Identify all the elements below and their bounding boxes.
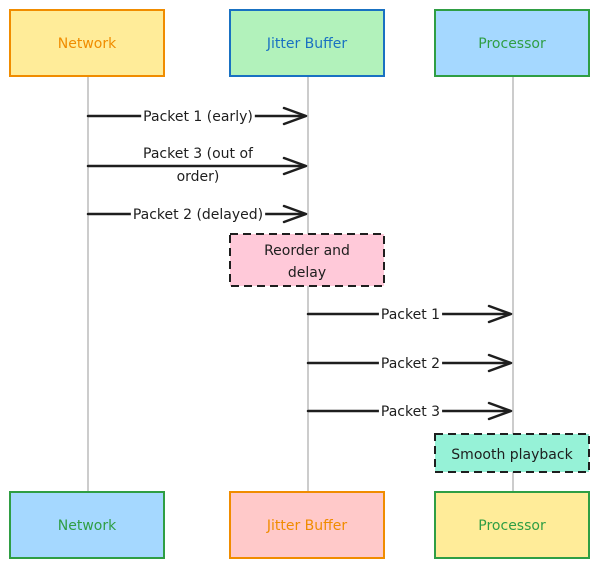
participant-bottom-network: Network [9, 491, 165, 559]
note-box [229, 233, 385, 287]
message-label: order) [177, 169, 220, 185]
participant-top-network: Network [9, 9, 165, 77]
note-label: Smooth playback [451, 447, 573, 463]
participant-bottom-processor: Processor [434, 491, 590, 559]
message-6: Packet 3 [306, 401, 513, 421]
arrowhead-icon [282, 204, 308, 224]
participant-bottom-box [9, 491, 165, 559]
participant-bottom-label: Network [58, 518, 117, 534]
participants-top: Network Jitter Buffer Processor [9, 9, 590, 77]
message-label-bg [174, 169, 222, 185]
participant-bottom-jitter-buffer: Jitter Buffer [229, 491, 385, 559]
message-1: Packet 1 (early) [86, 106, 308, 126]
participant-bottom-label: Processor [478, 518, 546, 534]
message-label: Packet 3 (out of [143, 146, 254, 162]
arrowhead-icon [282, 106, 308, 126]
participant-top-box [434, 9, 590, 77]
message-label-bg [378, 356, 443, 372]
note-jitter-buffer: Reorder and delay [229, 233, 385, 287]
message-label-bg [141, 146, 257, 162]
arrowhead-icon [487, 304, 513, 324]
note-processor: Smooth playback [434, 433, 590, 473]
messages: Packet 1 (early)Packet 3 (out oforder)Pa… [86, 106, 513, 421]
message-label: Packet 1 (early) [143, 109, 253, 125]
message-label: Packet 2 [381, 356, 440, 372]
participant-top-box [229, 9, 385, 77]
message-label: Packet 3 [381, 404, 440, 420]
message-label-bg [378, 404, 443, 420]
arrowhead-icon [487, 353, 513, 373]
message-label-bg [130, 207, 266, 223]
participant-top-label: Network [58, 36, 117, 52]
message-2: Packet 3 (out of order) [86, 146, 308, 185]
participant-top-label: Jitter Buffer [266, 36, 348, 52]
participant-bottom-label: Jitter Buffer [266, 518, 348, 534]
participants-bottom: Network Jitter Buffer Processor [9, 491, 590, 559]
message-label-bg [141, 109, 255, 125]
arrowhead-icon [487, 401, 513, 421]
participant-top-box [9, 9, 165, 77]
participant-bottom-box [434, 491, 590, 559]
note-box [434, 433, 590, 473]
message-4: Packet 1 [306, 304, 513, 324]
message-label: Packet 2 (delayed) [133, 207, 263, 223]
note-label: Reorder and [264, 243, 350, 259]
message-label: Packet 1 [381, 307, 440, 323]
participant-top-jitter-buffer: Jitter Buffer [229, 9, 385, 77]
message-3: Packet 2 (delayed) [86, 204, 308, 224]
participant-top-label: Processor [478, 36, 546, 52]
participant-top-processor: Processor [434, 9, 590, 77]
message-label-bg [378, 307, 443, 323]
arrowhead-icon [282, 156, 308, 176]
message-5: Packet 2 [306, 353, 513, 373]
participant-bottom-box [229, 491, 385, 559]
note-label: delay [288, 265, 326, 281]
